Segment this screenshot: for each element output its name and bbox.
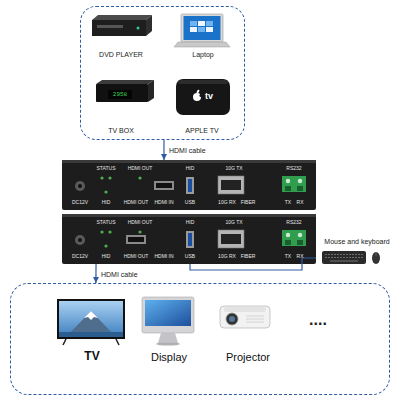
edge-label: HDMI cable xyxy=(101,270,138,277)
receiver-panel xyxy=(62,214,316,248)
projector-icon xyxy=(246,316,264,317)
keyboard-mouse-icon xyxy=(330,260,358,261)
transmitter-panel xyxy=(154,181,174,190)
source-device: APPLE TV xyxy=(169,71,235,135)
projector-icon xyxy=(226,313,238,325)
display-device: Projector xyxy=(213,296,283,364)
tv-box-icon xyxy=(96,80,154,84)
source-device: TV BOX xyxy=(89,73,153,135)
laptop-icon xyxy=(174,14,230,47)
source-device: Laptop xyxy=(173,11,233,59)
tv-box-icon xyxy=(148,80,154,102)
tv-box-icon xyxy=(108,90,132,99)
projector-icon xyxy=(220,306,270,328)
tv-box-icon xyxy=(96,80,154,102)
node-label: TV xyxy=(84,350,99,364)
display-digits: 2958 xyxy=(113,92,127,98)
usb-wire xyxy=(190,258,316,270)
transmitter-panel xyxy=(62,160,316,194)
laptop-icon xyxy=(190,27,197,32)
tv-icon xyxy=(84,311,98,320)
transmitter-unit xyxy=(62,160,316,210)
laptop-icon xyxy=(174,42,230,47)
display-device: Display xyxy=(136,296,202,364)
node-label: Laptop xyxy=(192,51,213,59)
projector-icon xyxy=(224,307,266,312)
receiver-panel xyxy=(62,214,316,248)
keyboard-mouse-icon xyxy=(322,251,380,264)
laptop-icon xyxy=(198,21,205,26)
node-label: TV BOX xyxy=(108,127,134,135)
display-icon xyxy=(142,297,194,333)
projector-icon xyxy=(246,319,264,320)
peripheral-box: Mouse and keyboard xyxy=(316,238,398,270)
display-icon xyxy=(156,342,180,345)
edge-label: HDMI cable xyxy=(169,147,206,154)
laptop-icon xyxy=(190,21,197,26)
dvd-player-icon xyxy=(137,27,140,30)
display-icon xyxy=(145,300,191,326)
display-icon xyxy=(142,297,194,346)
keyboard-mouse-icon xyxy=(325,257,363,258)
apple-tv-icon xyxy=(196,89,200,94)
laptop-icon xyxy=(184,16,221,40)
tv-icon xyxy=(59,332,123,337)
display-icon xyxy=(158,333,178,343)
tv-icon xyxy=(59,301,123,337)
projector-icon xyxy=(246,322,264,323)
transmitter-panel xyxy=(62,160,316,194)
receiver-unit xyxy=(62,214,316,264)
node-label: DVD PLAYER xyxy=(99,51,143,59)
node-label: Mouse and keyboard xyxy=(324,238,389,246)
transmitter-panel xyxy=(156,183,172,188)
device-logo-text: tv xyxy=(205,92,213,101)
apple-tv-icon xyxy=(199,94,202,97)
tv-icon xyxy=(57,299,125,339)
more-indicator: .... xyxy=(309,312,327,328)
node-label: APPLE TV xyxy=(185,127,218,135)
laptop-icon xyxy=(206,21,213,26)
tv-icon xyxy=(63,339,66,345)
keyboard-mouse-icon xyxy=(322,251,366,264)
receiver-panel xyxy=(128,237,144,242)
source-device: DVD PLAYER xyxy=(87,11,155,59)
laptop-icon xyxy=(181,14,223,42)
dvd-player-icon xyxy=(92,15,152,20)
receiver-panel xyxy=(126,235,146,244)
projector-icon xyxy=(220,306,270,328)
tv-box-icon xyxy=(96,84,148,102)
keyboard-mouse-icon xyxy=(376,252,377,256)
apple-tv-icon xyxy=(176,79,230,115)
dvd-player-icon xyxy=(92,15,152,36)
projector-icon xyxy=(229,316,235,322)
apple-tv-icon xyxy=(176,79,230,115)
dvd-player-icon xyxy=(146,15,152,36)
keyboard-mouse-icon xyxy=(372,252,380,264)
apple-tv-icon xyxy=(193,93,201,101)
laptop-icon xyxy=(206,27,213,32)
laptop-icon xyxy=(198,27,205,32)
source-group: DVD PLAYER Laptop TV BOX APPLE TV xyxy=(80,6,245,140)
dvd-player-icon xyxy=(97,25,123,28)
cable-arrow xyxy=(95,264,96,283)
tv-icon xyxy=(57,299,125,345)
tv-icon xyxy=(66,311,116,337)
cable-arrow xyxy=(163,140,164,160)
display-group: TV Display Projector xyxy=(10,283,390,395)
node-label: Display xyxy=(151,351,187,364)
display-device: TV xyxy=(53,296,131,364)
node-label: Projector xyxy=(226,351,270,364)
tv-icon xyxy=(116,339,119,345)
apple-tv-icon xyxy=(178,80,228,84)
keyboard-mouse-icon xyxy=(325,254,363,255)
connector-group xyxy=(96,140,316,283)
dvd-player-icon xyxy=(92,20,146,36)
